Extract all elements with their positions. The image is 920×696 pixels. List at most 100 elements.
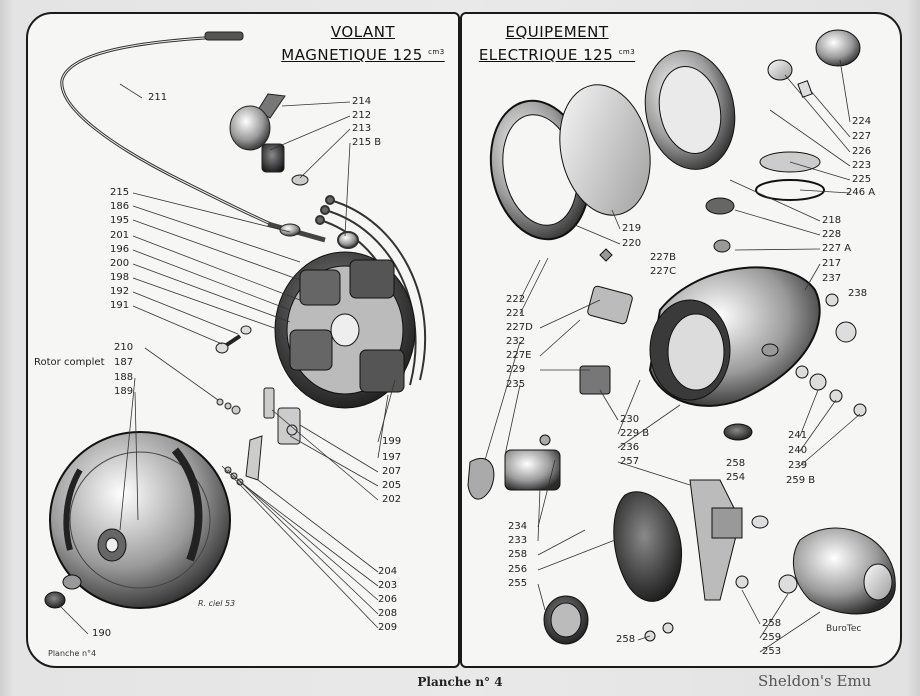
left-title-line2: MAGNETIQUE 125 bbox=[281, 46, 423, 64]
part-label-227b: 227B bbox=[650, 252, 676, 263]
part-label-222: 222 bbox=[506, 294, 526, 305]
part-label-230: 230 bbox=[620, 414, 640, 425]
part-label-253: 253 bbox=[762, 646, 782, 657]
part-label-226: 226 bbox=[852, 146, 872, 157]
part-label-208: 208 bbox=[378, 608, 398, 619]
part-label-203: 203 bbox=[378, 580, 398, 591]
part-label-239: 239 bbox=[788, 460, 808, 471]
part-label-188: 188 bbox=[114, 372, 134, 383]
bulb-holder bbox=[755, 29, 861, 201]
part-label-229b: 229 B bbox=[620, 428, 650, 439]
part-label-233: 233 bbox=[508, 535, 528, 546]
cable-211 bbox=[60, 31, 326, 243]
part-label-219: 219 bbox=[622, 223, 642, 234]
part-label-218: 218 bbox=[822, 215, 842, 226]
part-label-259: 259 bbox=[762, 632, 782, 643]
part-label-227: 227 bbox=[852, 131, 872, 142]
part-label-202: 202 bbox=[382, 494, 402, 505]
part-label-220: 220 bbox=[622, 238, 642, 249]
right-title-line2: ELECTRIQUE 125 bbox=[478, 46, 614, 64]
part-label-186: 186 bbox=[110, 201, 130, 212]
part-label-256: 256 bbox=[508, 564, 528, 575]
part-label-258-right: 258 bbox=[762, 618, 782, 629]
left-title: VOLANT MAGNETIQUE 125 cm3 bbox=[268, 22, 458, 65]
headlamp-rim bbox=[489, 50, 736, 241]
signature: R. ciel 53 bbox=[198, 599, 236, 608]
part-label-236: 236 bbox=[620, 442, 640, 453]
part-label-207: 207 bbox=[382, 466, 402, 477]
part-label-215: 215 bbox=[110, 187, 130, 198]
part-label-190: 190 bbox=[92, 628, 112, 639]
headlamp-shell bbox=[648, 197, 821, 407]
part-label-199: 199 bbox=[382, 436, 402, 447]
part-label-234: 234 bbox=[508, 521, 528, 532]
part-label-257: 257 bbox=[620, 456, 640, 467]
part-label-225: 225 bbox=[852, 174, 872, 185]
leader-lines-right bbox=[484, 59, 861, 653]
part-label-238: 238 bbox=[848, 288, 868, 299]
left-title-line1: VOLANT bbox=[330, 23, 396, 41]
part-label-189: 189 bbox=[114, 386, 134, 397]
part-label-187: 187 bbox=[114, 357, 134, 368]
part-label-215b: 215 B bbox=[352, 137, 382, 148]
flywheel-rotor bbox=[44, 431, 231, 609]
part-label-204: 204 bbox=[378, 566, 398, 577]
corner-label: Planche n°4 bbox=[48, 649, 97, 658]
part-label-211: 211 bbox=[148, 92, 168, 103]
part-label-206: 206 bbox=[378, 594, 398, 605]
part-label-229: 229 bbox=[506, 364, 526, 375]
part-label-205: 205 bbox=[382, 480, 402, 491]
part-label-258-top: 258 bbox=[726, 458, 746, 469]
tail-lamp bbox=[543, 479, 896, 645]
screw-191 bbox=[215, 325, 252, 354]
part-label-241: 241 bbox=[788, 430, 808, 441]
right-title: EQUIPEMENT ELECTRIQUE 125 cm3 bbox=[462, 22, 652, 65]
page-footer: Planche n° 4 bbox=[417, 675, 503, 689]
watermark: Sheldon's Emu bbox=[758, 672, 872, 690]
part-label-191: 191 bbox=[110, 300, 130, 311]
switch-parts bbox=[579, 248, 753, 441]
leader-lines-left bbox=[59, 83, 396, 635]
part-label-224: 224 bbox=[852, 116, 872, 127]
part-label-198: 198 bbox=[110, 272, 130, 283]
right-title-unit: cm3 bbox=[618, 48, 636, 56]
part-label-223: 223 bbox=[852, 160, 872, 171]
part-label-240: 240 bbox=[788, 445, 808, 456]
brand-logo: BuroTec bbox=[826, 624, 862, 634]
part-label-196: 196 bbox=[110, 244, 130, 255]
switch-body bbox=[467, 434, 561, 500]
part-label-209: 209 bbox=[378, 622, 398, 633]
part-label-227a: 227 A bbox=[822, 243, 852, 254]
washers-right bbox=[795, 293, 867, 417]
breaker-parts bbox=[216, 387, 301, 486]
part-label-258-bottom: 258 bbox=[616, 634, 636, 645]
part-label-246a: 246 A bbox=[846, 187, 876, 198]
part-label-254: 254 bbox=[726, 472, 746, 483]
part-label-210: 210 bbox=[114, 342, 134, 353]
part-label-227d: 227D bbox=[506, 322, 533, 333]
part-label-221: 221 bbox=[506, 308, 526, 319]
part-label-232: 232 bbox=[506, 336, 526, 347]
right-title-line1: EQUIPEMENT bbox=[505, 23, 609, 41]
spark-plug-cap bbox=[229, 93, 309, 186]
part-label-217: 217 bbox=[822, 258, 842, 269]
part-label-235: 235 bbox=[506, 379, 526, 390]
part-label-255: 255 bbox=[508, 578, 528, 589]
part-label-258-mid: 258 bbox=[508, 549, 528, 560]
rotor-complet-label: Rotor complet bbox=[34, 357, 105, 368]
part-label-212: 212 bbox=[352, 110, 372, 121]
part-label-259b: 259 B bbox=[786, 475, 816, 486]
part-label-213: 213 bbox=[352, 123, 372, 134]
part-label-192: 192 bbox=[110, 286, 130, 297]
part-label-214: 214 bbox=[352, 96, 372, 107]
stator-plate bbox=[274, 251, 416, 409]
part-label-195: 195 bbox=[110, 215, 130, 226]
part-label-197: 197 bbox=[382, 452, 402, 463]
left-title-unit: cm3 bbox=[428, 48, 445, 56]
part-label-227e: 227E bbox=[506, 350, 532, 361]
part-label-237: 237 bbox=[822, 273, 842, 284]
part-label-200: 200 bbox=[110, 258, 130, 269]
part-label-201: 201 bbox=[110, 230, 130, 241]
part-label-228: 228 bbox=[822, 229, 842, 240]
